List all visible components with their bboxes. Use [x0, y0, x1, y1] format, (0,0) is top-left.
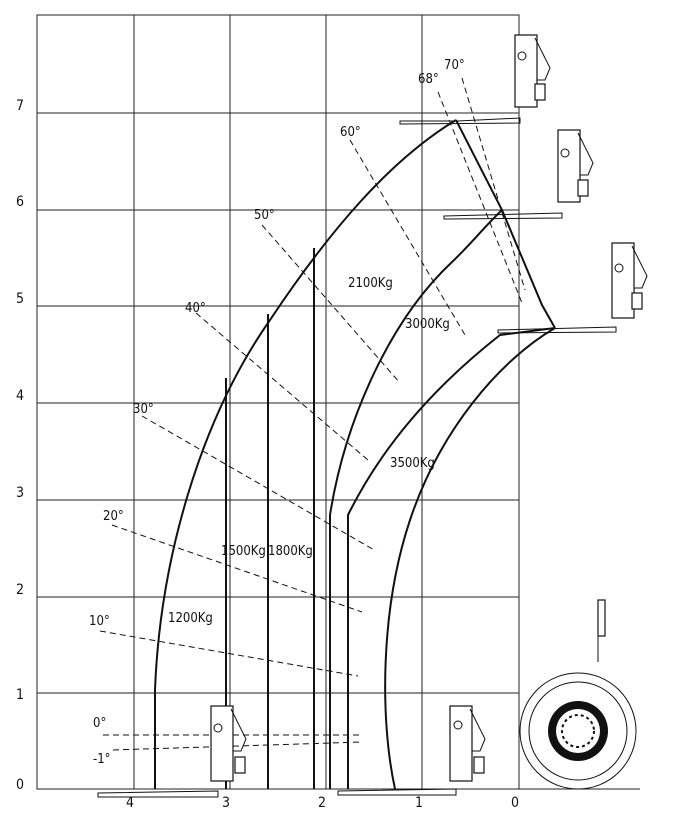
fork-carriage-mid	[443, 129, 594, 220]
carriage-bracket	[469, 708, 486, 752]
carriage-pin	[560, 148, 570, 158]
capacity-label-1500: 1500Kg	[221, 544, 266, 559]
y-tick-label: 5	[16, 291, 24, 307]
angle-label-minus1: -1°	[93, 752, 111, 767]
carriage-plate	[611, 242, 635, 319]
carriage-cylinder	[234, 756, 246, 774]
load-curve-3000	[329, 209, 503, 789]
angle-lines	[99, 77, 526, 751]
carriage-pin	[453, 720, 463, 730]
y-tick-label: 0	[16, 777, 24, 793]
x-tick-label: 3	[222, 795, 230, 811]
angle-label-30: 30°	[133, 402, 154, 417]
x-tick-label: 1	[415, 795, 423, 811]
x-axis-ticks: 4 3 2 1 0	[126, 795, 519, 811]
wheel-bolts	[561, 714, 595, 748]
capacity-label-2100: 2100Kg	[348, 276, 393, 291]
carriage-pin	[213, 723, 223, 733]
angle-label-10: 10°	[89, 614, 110, 629]
fork-tines	[399, 117, 521, 125]
mirror-head	[597, 599, 606, 637]
carriage-plate	[514, 34, 538, 108]
angle-line-10	[99, 630, 359, 677]
fork-tines	[443, 212, 563, 220]
carriage-cylinder	[534, 83, 546, 101]
angle-label-60: 60°	[340, 125, 361, 140]
angle-line-68	[437, 91, 523, 304]
carriage-plate	[210, 705, 234, 782]
angle-label-20: 20°	[103, 509, 124, 524]
tire-inner	[528, 681, 628, 781]
load-curve-outer	[154, 119, 457, 789]
fork-carriage-ground-right	[337, 705, 486, 796]
y-tick-label: 4	[16, 388, 24, 404]
y-tick-label: 6	[16, 194, 24, 210]
load-curve-inner	[384, 327, 556, 790]
carriage-bracket	[230, 708, 247, 752]
fork-tines	[497, 326, 617, 334]
capacity-curves	[154, 119, 556, 790]
carriage-cylinder	[631, 292, 643, 310]
load-curve-3500	[347, 327, 556, 789]
capacity-label-1200: 1200Kg	[168, 611, 213, 626]
angle-line-40	[195, 312, 369, 461]
mirror-post	[597, 599, 606, 662]
fork-tines	[337, 788, 457, 796]
angle-line-minus1	[112, 741, 363, 751]
x-tick-label: 4	[126, 795, 134, 811]
carriage-cylinder	[577, 179, 589, 197]
angle-labels: 70° 68° 60° 50° 40° 30° 20° 10° 0° -1°	[89, 58, 465, 767]
y-tick-label: 7	[16, 98, 24, 114]
fork-carriage-top	[399, 34, 551, 125]
tire-outer	[519, 672, 637, 790]
y-tick-label: 3	[16, 485, 24, 501]
angle-line-20	[111, 524, 363, 613]
y-axis-ticks: 0 1 2 3 4 5 6 7	[16, 98, 24, 793]
carriage-plate	[557, 129, 581, 203]
angle-label-70: 70°	[444, 58, 465, 73]
x-tick-label: 2	[318, 795, 326, 811]
fork-tines	[97, 790, 219, 798]
carriage-bracket	[631, 245, 648, 289]
carriage-plate	[449, 705, 473, 782]
carriage-pin	[517, 51, 527, 61]
fork-carriage-ground-left	[97, 705, 247, 798]
grid-frame	[36, 14, 520, 790]
carriage-bracket	[534, 37, 551, 81]
boom-max-edge	[455, 119, 556, 329]
angle-label-40: 40°	[185, 301, 206, 316]
front-wheel	[519, 672, 637, 790]
angle-line-70	[461, 77, 526, 291]
angle-label-0: 0°	[93, 716, 106, 731]
carriage-cylinder	[473, 756, 485, 774]
carriage-pin	[614, 263, 624, 273]
x-tick-label: 0	[511, 795, 519, 811]
angle-line-30	[141, 415, 377, 552]
y-tick-label: 2	[16, 582, 24, 598]
capacity-labels: 1200Kg 1500Kg 1800Kg 2100Kg 3000Kg 3500K…	[168, 276, 450, 626]
capacity-label-1800: 1800Kg	[268, 544, 313, 559]
capacity-label-3000: 3000Kg	[405, 317, 450, 332]
carriage-bracket	[577, 132, 594, 176]
angle-line-60	[349, 139, 466, 336]
angle-line-50	[261, 224, 401, 384]
capacity-label-3500: 3500Kg	[390, 456, 435, 471]
fork-carriage-right	[497, 242, 648, 334]
y-tick-label: 1	[16, 687, 24, 703]
angle-label-50: 50°	[254, 208, 275, 223]
angle-label-68: 68°	[418, 72, 439, 87]
